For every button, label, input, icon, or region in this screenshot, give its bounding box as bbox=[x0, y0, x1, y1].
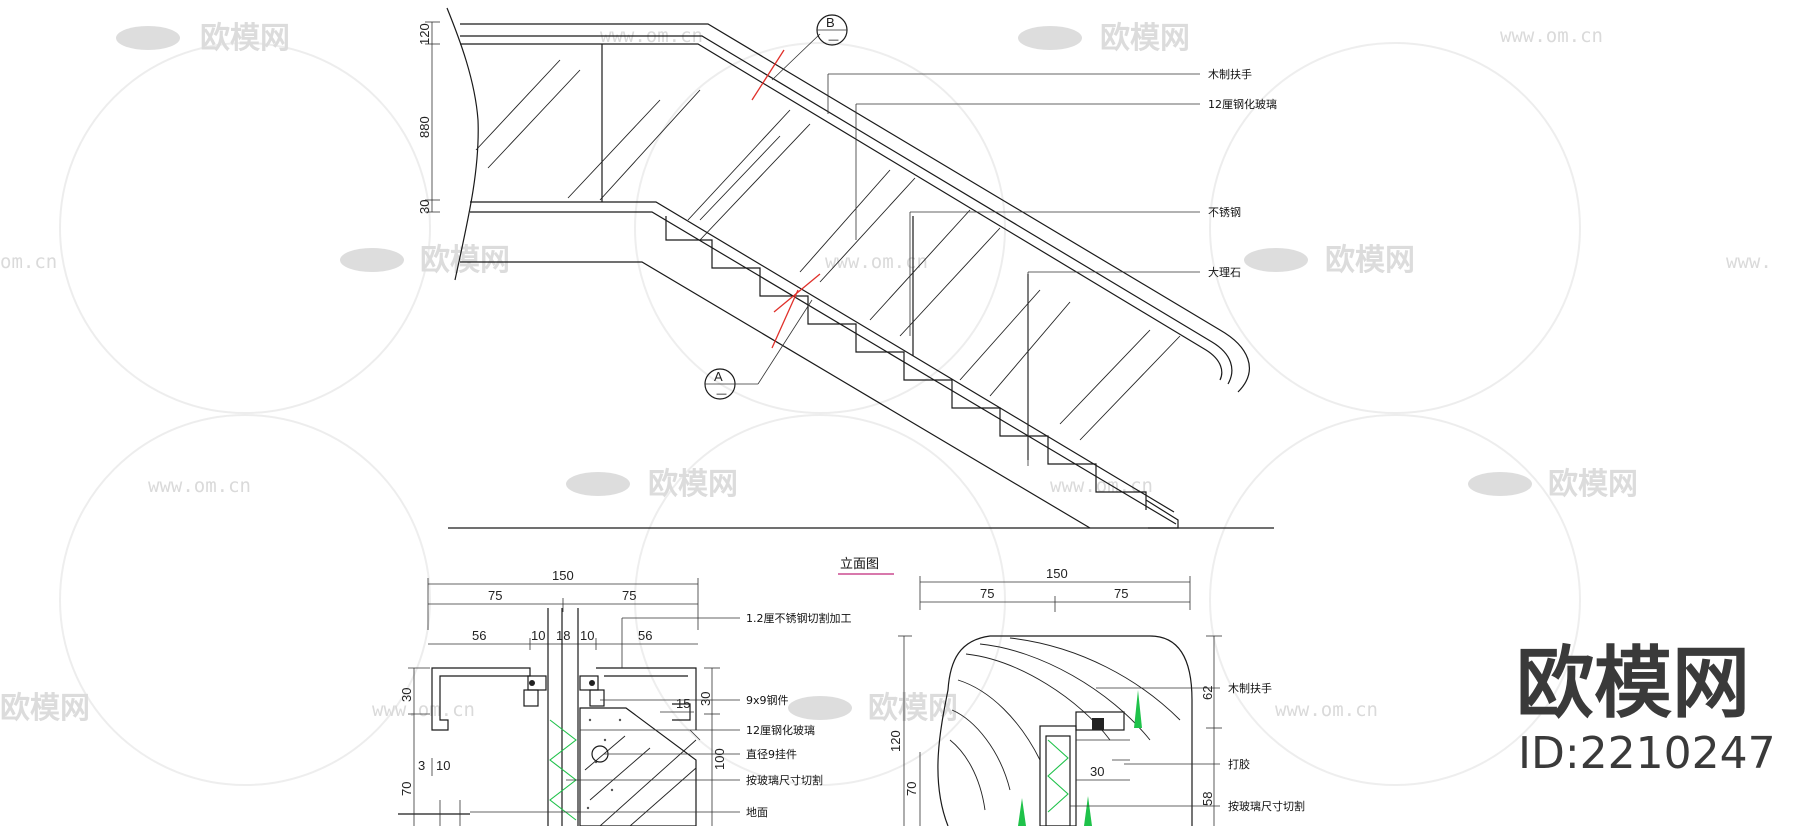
svg-text:15: 15 bbox=[676, 696, 690, 711]
section-marker-a: A — bbox=[704, 368, 758, 400]
callout-tempered-glass: 12厘钢化玻璃 bbox=[1208, 97, 1277, 111]
detail-b-callouts: 木制扶手 打胶 按玻璃尺寸切割 bbox=[1070, 681, 1305, 813]
callout-floor: 地面 bbox=[746, 806, 768, 819]
svg-text:www.om.cn: www.om.cn bbox=[372, 699, 475, 721]
svg-text:30: 30 bbox=[698, 692, 713, 706]
brand-block: 欧模网 ID:2210247 bbox=[1516, 639, 1776, 779]
svg-text:10: 10 bbox=[580, 628, 594, 643]
callout-glass: 12厘钢化玻璃 bbox=[746, 723, 815, 737]
stair-steps bbox=[665, 216, 1147, 510]
stringer-top bbox=[470, 211, 1177, 525]
svg-text:欧模网: 欧模网 bbox=[648, 467, 738, 502]
callout-steel-piece: 9x9钢件 bbox=[746, 694, 789, 707]
svg-text:30: 30 bbox=[399, 688, 414, 702]
svg-text:100: 100 bbox=[712, 748, 727, 770]
detail-a-callouts: 1.2厘不锈钢切割加工 9x9钢件 12厘钢化玻璃 直径9挂件 按玻璃尺寸切割 … bbox=[470, 611, 852, 819]
svg-text:56: 56 bbox=[638, 628, 652, 643]
callout-stainless: 不锈钢 bbox=[1208, 206, 1241, 219]
callout-stainless-cut: 1.2厘不锈钢切割加工 bbox=[746, 611, 852, 625]
svg-text:欧模网: 欧模网 bbox=[1100, 21, 1190, 56]
svg-text:75: 75 bbox=[488, 588, 502, 603]
svg-text:欧模网: 欧模网 bbox=[0, 691, 90, 726]
detail-a-section: 150 75 75 56 10 18 10 56 bbox=[398, 568, 852, 826]
glass-bottom-edge bbox=[470, 201, 1175, 513]
detail-b-section: 150 75 75 30 120 bbox=[888, 566, 1305, 826]
svg-text:10: 10 bbox=[436, 758, 450, 773]
svg-text:75: 75 bbox=[622, 588, 636, 603]
stair-soffit bbox=[460, 261, 1091, 529]
svg-text:www.om.cn: www.om.cn bbox=[148, 475, 251, 497]
svg-text:120: 120 bbox=[888, 730, 903, 752]
svg-text:30: 30 bbox=[1090, 764, 1104, 779]
svg-text:A: A bbox=[714, 369, 723, 384]
svg-text:欧模网: 欧模网 bbox=[1548, 467, 1638, 502]
svg-text:120: 120 bbox=[417, 23, 432, 45]
svg-text:立面图: 立面图 bbox=[840, 557, 879, 572]
elevation-dimension: 120 880 30 bbox=[417, 21, 440, 214]
svg-text:www.om.cn: www.om.cn bbox=[1500, 25, 1603, 47]
brand-name: 欧模网 bbox=[1516, 639, 1750, 729]
svg-text:欧模网: 欧模网 bbox=[420, 243, 510, 278]
callout-hanger: 直径9挂件 bbox=[746, 747, 797, 761]
callout-b-wood-handrail: 木制扶手 bbox=[1228, 681, 1272, 695]
svg-text:150: 150 bbox=[552, 568, 574, 583]
watermark-layer: 欧模网 欧模网 欧模网 欧模网 欧模网 欧模网 欧模网 欧模网 www.om.c… bbox=[0, 21, 1772, 786]
wall-break-line bbox=[446, 7, 479, 281]
wood-handrail bbox=[460, 23, 1250, 393]
watermark-url: www.om.cn www.om.cn om.cn www.om.cn www.… bbox=[0, 25, 1772, 721]
svg-text:www.om.cn: www.om.cn bbox=[1275, 699, 1378, 721]
svg-text:75: 75 bbox=[1114, 586, 1128, 601]
glass-hatch bbox=[475, 59, 1181, 441]
stair-elevation: 120 880 30 bbox=[417, 7, 1277, 575]
svg-text:www.: www. bbox=[1726, 251, 1772, 273]
callout-b-cut-by-glass: 按玻璃尺寸切割 bbox=[1228, 799, 1305, 813]
svg-text:欧模网: 欧模网 bbox=[200, 21, 290, 56]
section-marker-b: B — bbox=[816, 14, 848, 46]
brand-id: ID:2210247 bbox=[1518, 728, 1776, 779]
watermark-logo: 欧模网 欧模网 欧模网 欧模网 欧模网 欧模网 欧模网 欧模网 bbox=[0, 21, 1638, 726]
svg-text:70: 70 bbox=[399, 782, 414, 796]
svg-text:B: B bbox=[826, 15, 835, 30]
callout-marble: 大理石 bbox=[1208, 265, 1241, 279]
svg-text:30: 30 bbox=[417, 200, 432, 214]
svg-text:www.om.cn: www.om.cn bbox=[1050, 475, 1153, 497]
svg-text:70: 70 bbox=[904, 782, 919, 796]
svg-text:om.cn: om.cn bbox=[0, 251, 57, 273]
svg-text:56: 56 bbox=[472, 628, 486, 643]
svg-text:欧模网: 欧模网 bbox=[1325, 243, 1415, 278]
svg-text:880: 880 bbox=[417, 116, 432, 138]
svg-text:3: 3 bbox=[418, 758, 425, 773]
elevation-title: 立面图 bbox=[838, 557, 894, 575]
callout-cut-by-glass: 按玻璃尺寸切割 bbox=[746, 773, 823, 787]
svg-text:10: 10 bbox=[531, 628, 545, 643]
svg-text:150: 150 bbox=[1046, 566, 1068, 581]
elevation-callouts: 木制扶手 12厘钢化玻璃 不锈钢 大理石 bbox=[827, 67, 1277, 466]
svg-text:—: — bbox=[716, 387, 727, 400]
svg-text:62: 62 bbox=[1200, 686, 1215, 700]
callout-wood-handrail: 木制扶手 bbox=[1208, 67, 1252, 81]
svg-text:58: 58 bbox=[1200, 792, 1215, 806]
svg-text:—: — bbox=[828, 33, 839, 46]
svg-text:75: 75 bbox=[980, 586, 994, 601]
section-cut-marks bbox=[751, 33, 821, 385]
callout-b-glue: 打胶 bbox=[1228, 757, 1250, 771]
svg-text:18: 18 bbox=[556, 628, 570, 643]
svg-text:www.om.cn: www.om.cn bbox=[825, 251, 928, 273]
